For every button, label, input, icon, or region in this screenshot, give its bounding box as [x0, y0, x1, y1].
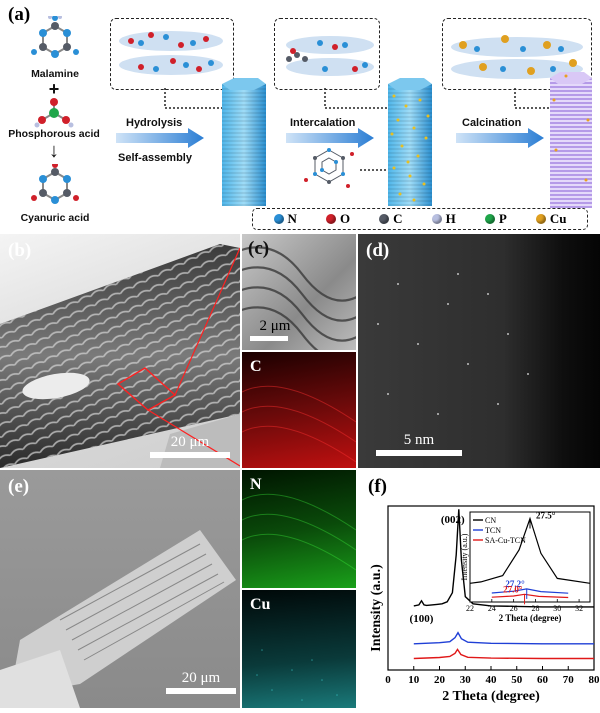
panel-label-d: (d)	[366, 240, 389, 262]
legend-label-p: P	[499, 211, 507, 227]
x-tick-label-30: 30	[460, 674, 472, 686]
legend-item-o: O	[326, 211, 350, 227]
eds-label-c: C	[250, 358, 262, 376]
inset-annotation-2: 27.0°	[503, 584, 523, 594]
peak-label-100: (100)	[410, 613, 434, 625]
inset-legend-label-2: SA-Cu-TCN	[485, 536, 526, 545]
legend-label-c: C	[393, 211, 402, 227]
x-axis-label: 2 Theta (degree)	[442, 689, 540, 704]
scale-bar-b: 20 μm	[150, 434, 230, 458]
peak-label-002: (002)	[441, 514, 465, 526]
sem-image-e: (e) 20 μm	[0, 470, 240, 708]
leader-lines	[0, 0, 600, 232]
inset-y-axis-label: Intensity (a.u.)	[460, 533, 469, 580]
x-tick-label-20: 20	[434, 674, 446, 686]
inset-annotation-0: 27.5°	[536, 510, 556, 520]
scale-bar-line-d	[376, 450, 462, 456]
inset-legend-label-1: TCN	[485, 526, 501, 535]
x-tick-label-60: 60	[537, 674, 549, 686]
inset-x-axis-label: 2 Theta (degree)	[499, 613, 562, 623]
x-tick-label-70: 70	[563, 674, 575, 686]
scale-label-e: 20 μm	[166, 670, 236, 687]
y-axis-label: Intensity (a.u.)	[369, 564, 384, 652]
scale-label-b: 20 μm	[150, 434, 230, 451]
element-legend: N O C H P Cu	[252, 208, 588, 230]
eds-map-n: N	[242, 470, 356, 588]
x-tick-label-10: 10	[408, 674, 420, 686]
legend-dot-p	[485, 214, 495, 224]
scale-label-c: 2 μm	[250, 318, 300, 335]
legend-item-h: H	[432, 211, 456, 227]
legend-label-cu: Cu	[550, 211, 567, 227]
inset-x-tick-label-28: 28	[531, 604, 539, 613]
sem-image-b: (b) 20 μm	[0, 234, 240, 468]
panel-label-c: (c)	[248, 238, 269, 260]
x-tick-label-80: 80	[589, 674, 600, 686]
xrd-chart-panel: (f) 0 10 20 30 40 50 60 70 80 2 Theta (degree) Int…	[358, 470, 600, 708]
legend-item-c: C	[379, 211, 402, 227]
sa-cu-tcn-rod	[546, 70, 596, 212]
intercalated-rod	[384, 76, 436, 210]
inset-x-tick-label-26: 26	[510, 604, 518, 613]
scale-bar-line-c	[250, 336, 288, 341]
scale-bar-c: 2 μm	[250, 318, 300, 341]
eds-map-cu: Cu	[242, 590, 356, 708]
legend-dot-cu	[536, 214, 546, 224]
legend-item-p: P	[485, 211, 507, 227]
xrd-chart: 0 10 20 30 40 50 60 70 80 2 Theta (degree) Intensi…	[358, 470, 600, 708]
legend-item-n: N	[274, 211, 297, 227]
haadf-image-d: (d) 5 nm	[358, 234, 600, 468]
legend-label-o: O	[340, 211, 350, 227]
eds-label-n: N	[250, 476, 262, 494]
x-tick-label-40: 40	[486, 674, 498, 686]
inset-x-tick-label-30: 30	[553, 604, 561, 613]
panel-label-b: (b)	[8, 240, 31, 262]
scale-bar-e: 20 μm	[166, 670, 236, 694]
x-tick-label-0: 0	[385, 674, 391, 686]
sem-rod-shape	[0, 234, 240, 468]
legend-dot-h	[432, 214, 442, 224]
scale-bar-d: 5 nm	[376, 432, 462, 456]
scheme-panel: (a) Malamine + Phosphorous acid ↓ Cyanur…	[0, 0, 600, 232]
scale-label-d: 5 nm	[376, 432, 462, 449]
scale-bar-line-b	[150, 452, 230, 458]
panel-label-e: (e)	[8, 476, 29, 498]
series-line-sa-cu-tcn	[414, 649, 594, 658]
legend-label-n: N	[288, 211, 297, 227]
series-line-tcn	[414, 633, 594, 644]
inset-x-tick-label-32: 32	[575, 604, 583, 613]
legend-dot-n	[274, 214, 284, 224]
eds-map-c: C	[242, 352, 356, 468]
x-tick-label-50: 50	[511, 674, 523, 686]
legend-label-h: H	[446, 211, 456, 227]
legend-item-cu: Cu	[536, 211, 567, 227]
panel-label-f: (f)	[368, 476, 387, 498]
graphene-flake-icon	[298, 144, 360, 196]
inset-legend-label-0: CN	[485, 516, 496, 525]
cn-precursor-rod	[218, 76, 270, 210]
tem-image-c: (c) 2 μm	[242, 234, 356, 350]
inset-x-tick-label-22: 22	[466, 604, 474, 613]
eds-label-cu: Cu	[250, 596, 270, 614]
scale-bar-line-e	[166, 688, 236, 694]
inset-x-tick-label-24: 24	[488, 604, 496, 613]
legend-dot-o	[326, 214, 336, 224]
legend-dot-c	[379, 214, 389, 224]
